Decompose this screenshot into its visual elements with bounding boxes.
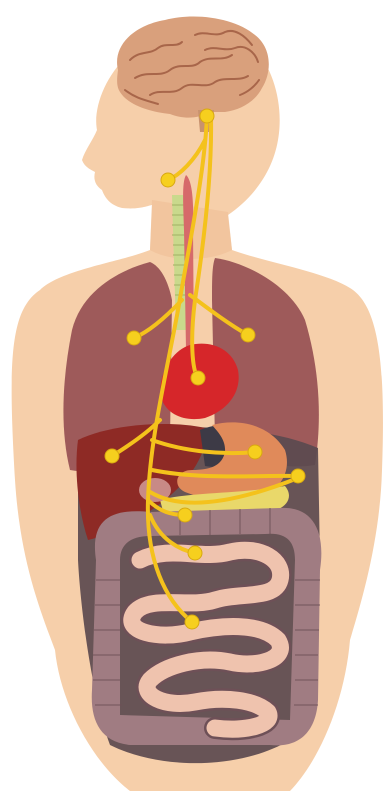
- nerve-node-colon: [185, 615, 199, 629]
- nerve-node-stomach: [248, 445, 262, 459]
- nerve-node-liver: [105, 449, 119, 463]
- nerve-node-left-lung: [127, 331, 141, 345]
- nerve-node-small-intestine: [188, 546, 202, 560]
- nerve-node-neck: [161, 173, 175, 187]
- nerve-node-brainstem: [200, 109, 214, 123]
- nerve-node-pancreas: [178, 508, 192, 522]
- nerve-node-kidney: [291, 469, 305, 483]
- nerve-node-heart: [191, 371, 205, 385]
- nerve-node-right-lung: [241, 328, 255, 342]
